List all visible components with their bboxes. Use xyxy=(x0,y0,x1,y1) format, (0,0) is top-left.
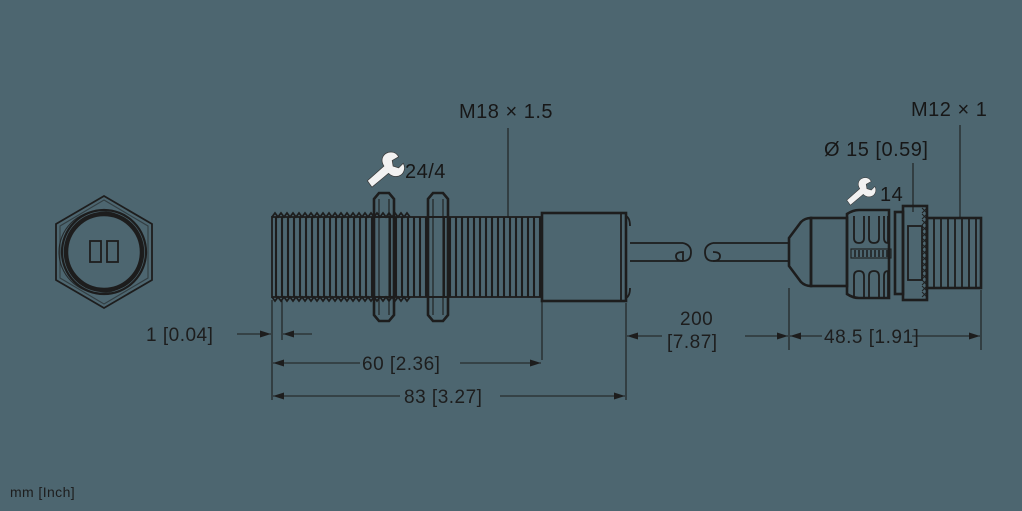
dimension-text-thread-length: 60 [2.36] xyxy=(362,354,440,375)
led-window-left xyxy=(89,240,102,263)
connector-grip-ribs xyxy=(853,216,889,298)
hex-nut-1 xyxy=(372,191,396,323)
label-thread-body: M18 × 1.5 xyxy=(459,101,553,123)
m12-male-thread xyxy=(925,216,983,290)
units-note: mm [Inch] xyxy=(10,484,75,500)
dimension-front-offset: 1 [0.04] xyxy=(146,325,312,346)
dimension-text-front-offset: 1 [0.04] xyxy=(146,325,213,346)
hex-face-view xyxy=(55,194,153,310)
dimension-text-cable-mm: 200 xyxy=(680,309,713,330)
dimension-connector-length: 48.5 [1.91] xyxy=(790,327,980,348)
cable xyxy=(630,242,789,262)
hex-nut-2 xyxy=(426,191,450,323)
label-connector-thread: M12 × 1 xyxy=(911,99,987,121)
dimension-text-cable-inch: [7.87] xyxy=(667,332,718,353)
extension-lines xyxy=(271,288,982,400)
thread-hatching xyxy=(274,217,542,297)
dimension-text-connector-length: 48.5 [1.91] xyxy=(824,327,919,348)
m12-connector xyxy=(787,204,983,302)
m12-thread-hatching xyxy=(933,218,977,288)
wrench-icon-connector xyxy=(846,177,877,206)
sensor-body-view xyxy=(271,191,631,323)
label-connector-diameter: Ø 15 [0.59] xyxy=(824,139,928,161)
dimension-overall-length: 83 [3.27] xyxy=(273,387,625,408)
led-window-right xyxy=(106,240,119,263)
wrench-icon xyxy=(366,151,405,188)
connector-label-band xyxy=(850,248,892,259)
label-wrench-body: 24/4 xyxy=(405,161,446,183)
dimension-text-overall-length: 83 [3.27] xyxy=(404,387,482,408)
dimension-cable-length: 200 [7.87] xyxy=(627,309,788,353)
label-wrench-connector: 14 xyxy=(880,184,903,206)
dimension-thread-length: 60 [2.36] xyxy=(273,354,541,375)
